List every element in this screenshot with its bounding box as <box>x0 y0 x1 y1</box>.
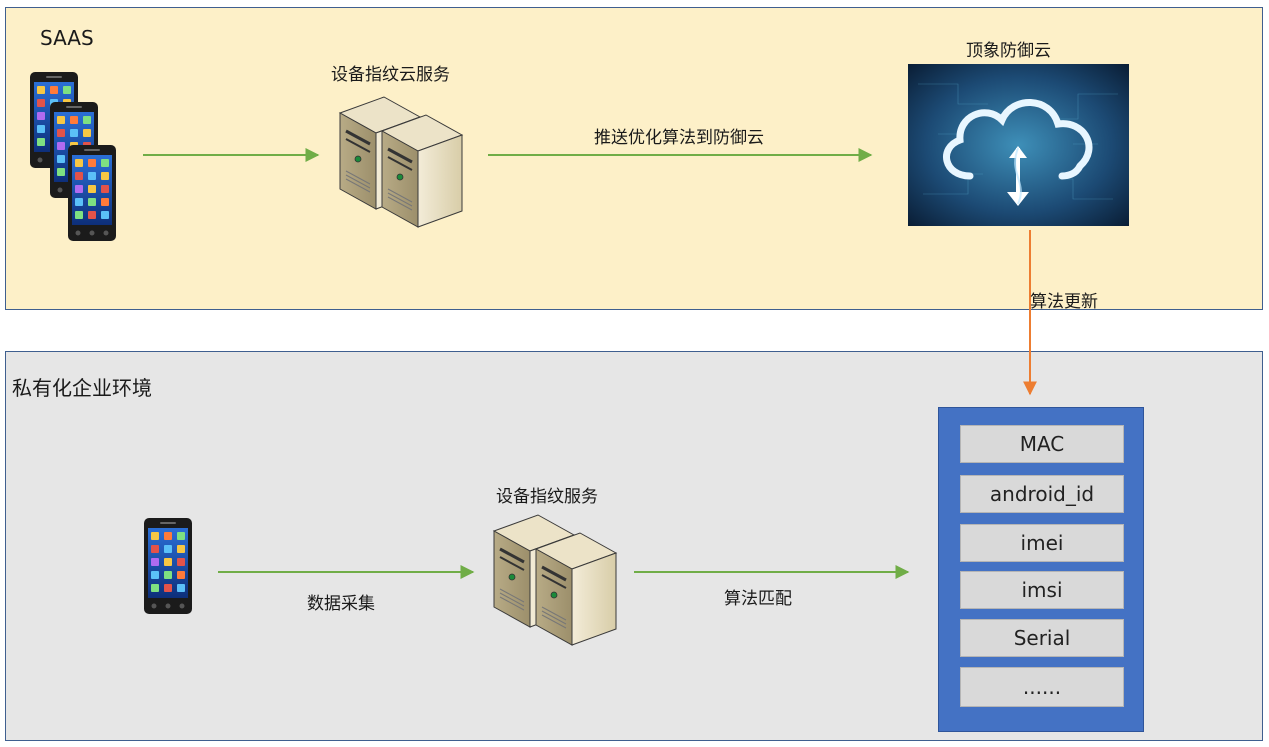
defense-cloud-label: 顶象防御云 <box>966 41 1051 61</box>
field-more: ...... <box>960 667 1124 707</box>
smartphone-icon <box>68 145 116 241</box>
field-serial: Serial <box>960 619 1124 657</box>
fingerprint-service-label: 设备指纹服务 <box>496 487 598 507</box>
saas-title: SAAS <box>40 26 94 50</box>
algorithm-match-label: 算法匹配 <box>724 589 792 609</box>
field-imei: imei <box>960 524 1124 562</box>
cloud-sync-icon <box>908 64 1129 226</box>
private-env-title: 私有化企业环境 <box>12 376 152 400</box>
smartphone-icon <box>144 518 192 614</box>
push-algorithm-label: 推送优化算法到防御云 <box>594 128 764 148</box>
field-imsi: imsi <box>960 571 1124 609</box>
fingerprint-cloud-label: 设备指纹云服务 <box>331 65 450 85</box>
device-fields-box: MAC android_id imei imsi Serial ...... <box>938 407 1144 732</box>
data-collect-label: 数据采集 <box>307 594 375 614</box>
server-icon <box>534 531 618 647</box>
server-icon <box>380 113 464 229</box>
algorithm-update-label: 算法更新 <box>1030 292 1098 312</box>
field-android-id: android_id <box>960 475 1124 513</box>
field-mac: MAC <box>960 425 1124 463</box>
